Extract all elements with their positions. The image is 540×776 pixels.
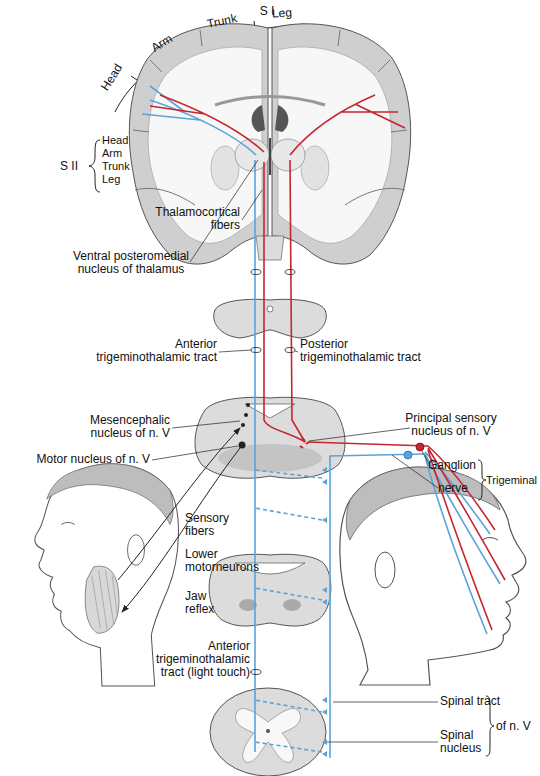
brainstem-stump <box>256 236 284 260</box>
anatomy-label: Sensory fibers <box>185 512 243 538</box>
spinal-cord-section <box>210 688 326 776</box>
anatomy-label: Anterior trigeminothalamic tract <box>85 338 217 364</box>
thalamocortical-blue <box>142 86 256 155</box>
anatomy-label: Thalamocortical fibers <box>140 206 240 232</box>
masseter-muscle <box>85 566 119 633</box>
nerve-root <box>308 442 428 446</box>
tract-markers <box>251 270 295 675</box>
pons-section <box>195 397 345 478</box>
anatomy-label: Jaw reflex <box>185 590 235 616</box>
lateral-ventricles <box>252 105 289 132</box>
anatomy-label: Mesencephalic nucleus of n. V <box>70 414 170 440</box>
anatomy-label: Anterior trigeminothalamic tract (light … <box>140 640 250 679</box>
head-outline <box>340 467 526 685</box>
anatomy-label: Head <box>96 57 128 98</box>
basilar-pons <box>218 444 322 472</box>
thalamocortical-red <box>150 95 264 152</box>
anatomy-label: Posterior trigeminothalamic tract <box>300 338 432 364</box>
hair <box>47 464 173 525</box>
anatomy-label: Head <box>102 134 142 147</box>
lentiform-nucleus <box>301 146 329 190</box>
nerve-branches <box>428 446 505 630</box>
anatomy-label: Trigeminal <box>486 474 540 487</box>
anatomy-label: Principal sensory nucleus of n. V <box>395 412 507 438</box>
ear <box>375 552 395 588</box>
tract-oval <box>251 348 261 353</box>
corpus-callosum <box>215 97 325 106</box>
anatomy-label: Arm <box>102 147 142 160</box>
fourth-ventricle <box>245 404 295 418</box>
motor-fiber <box>122 448 240 612</box>
posterior-tract <box>290 160 305 442</box>
anatomy-label: Motor nucleus of n. V <box>15 453 150 466</box>
sensory-fiber <box>118 428 240 580</box>
tract-oval <box>251 670 261 675</box>
anatomy-label: S II <box>60 160 90 173</box>
right-head <box>340 467 526 685</box>
anatomy-label: of n. V <box>496 720 540 733</box>
anatomy-label: Arm <box>143 28 180 58</box>
olive <box>283 599 301 611</box>
eye <box>61 522 75 524</box>
anterior-tract <box>254 160 256 752</box>
anatomy-label: nerve <box>438 482 478 495</box>
thalamocortical-red <box>290 95 405 155</box>
left-hemisphere <box>129 24 268 264</box>
anatomy-label: Ganglion <box>428 459 480 472</box>
muscle-hatching <box>92 570 118 630</box>
spinal-tract <box>330 454 425 758</box>
ganglion-cell <box>404 451 412 459</box>
tract-oval <box>251 270 261 275</box>
anatomy-label: Trunk <box>102 160 142 173</box>
third-ventricle <box>269 138 271 175</box>
right-hemisphere <box>272 24 411 264</box>
spinal-nucleus-cells <box>322 467 327 757</box>
brace <box>89 140 100 192</box>
anatomy-label: Ventral posteromedial nucleus of thalamu… <box>72 250 190 276</box>
tract-oval <box>285 348 295 353</box>
sulci <box>133 30 407 205</box>
crossing-fibers <box>255 470 322 752</box>
anatomy-label: Leg <box>102 173 142 186</box>
brace <box>478 460 486 500</box>
anatomy-label: Leg <box>265 6 300 21</box>
anatomy-label: Trunk <box>199 11 245 33</box>
lentiform-nucleus <box>211 146 239 190</box>
anatomy-label: Lower motorneurons <box>185 548 265 574</box>
tract-oval <box>285 270 295 275</box>
crossed-tract <box>264 162 305 442</box>
motor-nucleus <box>239 442 246 449</box>
midbrain-section <box>214 299 327 338</box>
mesencephalic-nucleus <box>241 403 250 427</box>
central-canal <box>266 729 270 733</box>
ganglion-cell <box>416 443 424 451</box>
gray-matter <box>236 709 301 763</box>
aqueduct <box>267 306 273 312</box>
principal-nucleus-cells <box>300 438 309 448</box>
eye <box>482 538 498 541</box>
anatomy-label: Spinal nucleus <box>440 729 486 755</box>
anatomy-label: Spinal tract <box>440 695 520 708</box>
